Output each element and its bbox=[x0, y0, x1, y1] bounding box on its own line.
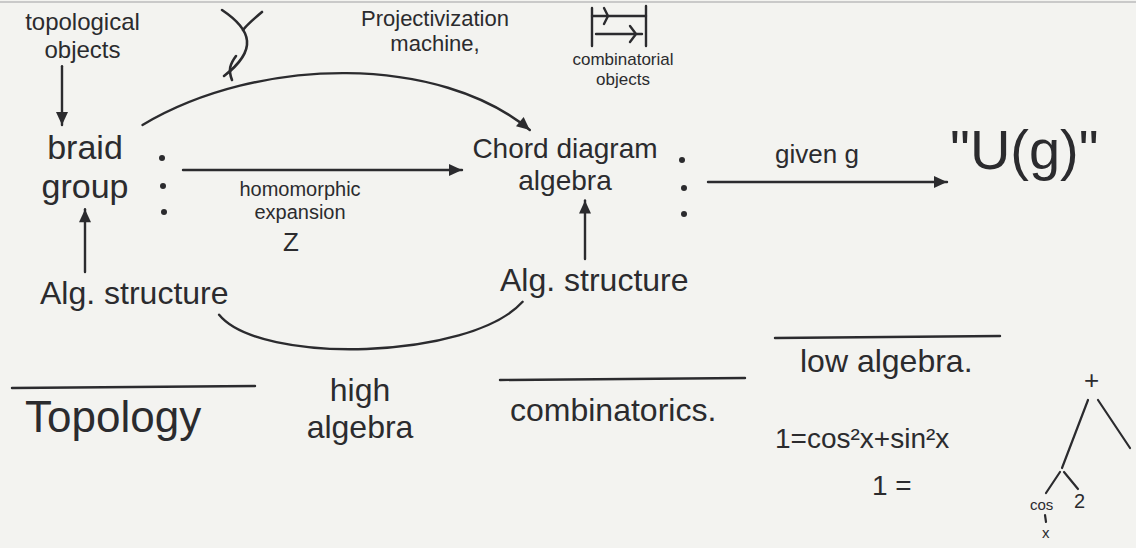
connector-line bbox=[143, 73, 530, 130]
enveloping-algebra-node: "U(g)" bbox=[950, 118, 1099, 182]
node-text: "U(g)" bbox=[950, 118, 1099, 182]
braid-symbol bbox=[222, 10, 262, 80]
free-label: 1 = bbox=[872, 470, 912, 502]
free-label: high algebra bbox=[285, 372, 435, 446]
free-label: cos bbox=[1030, 496, 1053, 513]
edge-label: given g bbox=[775, 140, 859, 170]
expression-tree bbox=[1045, 400, 1130, 522]
node-text: Alg. structure bbox=[500, 262, 689, 299]
connector-arrow bbox=[183, 164, 462, 176]
arrow-head bbox=[449, 164, 462, 176]
object-label: topological objects bbox=[15, 8, 150, 63]
free-label: combinatorics. bbox=[510, 392, 716, 429]
connector-arrow bbox=[143, 73, 530, 130]
connector-arrow bbox=[219, 302, 523, 349]
arrow-head bbox=[56, 112, 68, 125]
free-label: x bbox=[1042, 524, 1050, 541]
node-text: Chord diagram algebra bbox=[465, 133, 665, 197]
connector-arrow bbox=[79, 209, 91, 272]
chord-algebra-node: Chord diagram algebra bbox=[465, 133, 705, 197]
free-label: 2 bbox=[1074, 490, 1085, 513]
chord-diagram-symbol bbox=[592, 6, 646, 46]
connector-arrow bbox=[579, 200, 591, 259]
arrow-head bbox=[79, 209, 91, 222]
arrow-head bbox=[516, 117, 530, 130]
board-edge bbox=[0, 1, 1136, 3]
free-label: Topology bbox=[25, 392, 201, 443]
arrow-head bbox=[934, 176, 947, 188]
node-text: braid group bbox=[30, 128, 140, 206]
connector-line bbox=[219, 302, 523, 349]
connector-line bbox=[183, 169, 462, 171]
overlines bbox=[12, 336, 1000, 388]
structure-node: Alg. structure bbox=[500, 262, 689, 299]
connector-arrow bbox=[56, 66, 68, 125]
edge-label: Projectivization machine, bbox=[320, 6, 550, 57]
free-label: Z bbox=[283, 228, 299, 258]
edge-label: homomorphic expansion bbox=[205, 178, 395, 224]
node-text: Alg. structure bbox=[40, 275, 229, 312]
braid-group-node: braid group bbox=[30, 128, 180, 206]
connector-arrow bbox=[708, 176, 947, 188]
arrow-head bbox=[579, 200, 591, 213]
free-label: + bbox=[1084, 366, 1099, 396]
free-label: low algebra. bbox=[800, 343, 973, 380]
node-text: topological objects bbox=[15, 8, 150, 63]
structure-node: Alg. structure bbox=[40, 275, 229, 312]
free-label: combinatorial objects bbox=[568, 50, 678, 89]
free-label: 1=cos²x+sin²x bbox=[775, 423, 949, 455]
connector-line bbox=[708, 181, 947, 183]
